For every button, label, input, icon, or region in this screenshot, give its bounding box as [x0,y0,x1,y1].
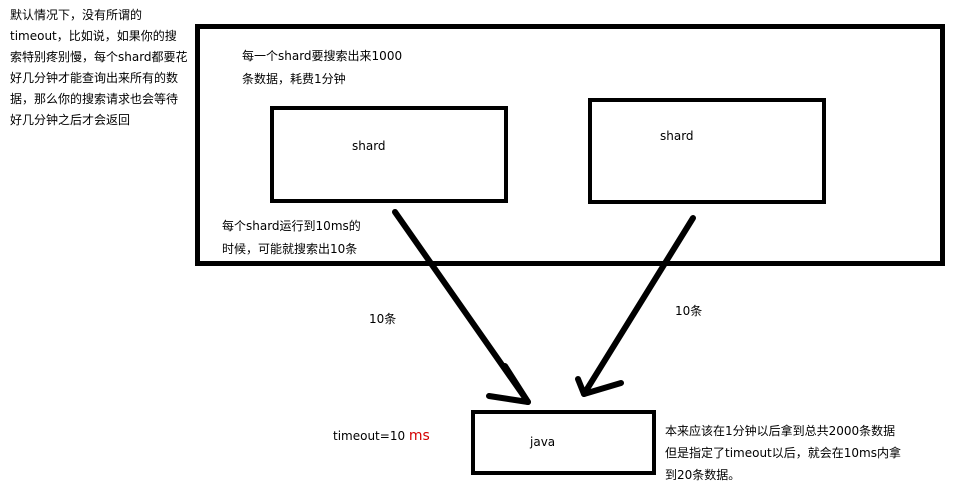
arrow-left-shard-to-java [392,209,531,405]
timeout-label: timeout=10 ms [333,426,430,446]
arrow-label-left: 10条 [369,312,397,326]
shard-label-left: shard [352,139,386,153]
outer-top-note-line-2: 条数据，耗费1分钟 [242,72,346,86]
outer-top-note-line-1: 每一个shard要搜索出来1000 [242,49,403,63]
java-box [471,410,656,475]
outer-shard-container [195,24,945,266]
timeout-label-unit: ms [408,428,430,444]
outer-bottom-note-line-1: 每个shard运行到10ms的 [222,219,361,233]
right-note-line-1: 本来应该在1分钟以后拿到总共2000条数据 [665,424,896,438]
timeout-label-prefix: timeout=10 [333,429,409,443]
java-label: java [530,435,556,449]
left-note-line-4: 好几分钟才能查询出来所有的数 [10,71,179,85]
shard-label-right: shard [660,129,694,143]
arrow-label-right: 10条 [675,304,703,318]
left-note-line-6: 好几分钟之后才会返回 [10,113,131,127]
left-note-line-1: 默认情况下，没有所谓的 [10,8,143,22]
shard-box-right [588,98,826,204]
outer-bottom-note-line-2: 时候，可能就搜索出10条 [222,242,358,256]
left-note-line-3: 索特别疼别慢，每个shard都要花 [10,50,188,64]
shard-box-left [270,106,508,203]
right-note-line-2: 但是指定了timeout以后，就会在10ms内拿 [665,446,901,460]
left-note-line-2: timeout，比如说，如果你的搜 [10,29,177,43]
left-note-line-5: 据，那么你的搜索请求也会等待 [10,92,179,106]
arrow-right-shard-to-java [575,215,696,397]
right-note-line-3: 到20条数据。 [665,468,741,482]
